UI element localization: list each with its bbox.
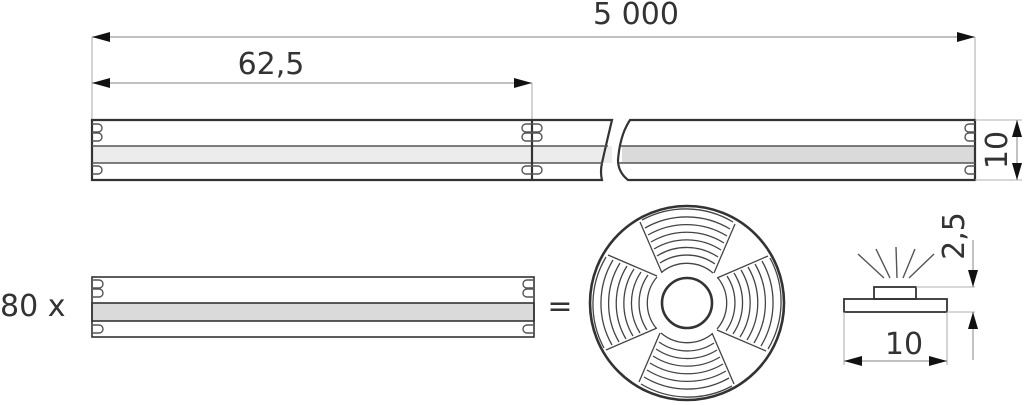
strip-width-label: 10 xyxy=(980,131,1015,169)
arrow-left-icon xyxy=(92,78,110,88)
arrow-right-icon xyxy=(514,78,532,88)
led-strip-top xyxy=(90,118,977,182)
arrow-up-icon xyxy=(968,312,978,329)
total-length-label: 5 000 xyxy=(593,0,679,32)
led-strip-segment xyxy=(91,276,535,338)
led-height-label: 2,5 xyxy=(937,212,972,260)
segment-length-dimension: 62,5 xyxy=(92,47,533,180)
arrow-down-icon xyxy=(1012,163,1022,180)
led-height-dimension: 2,5 xyxy=(916,212,978,360)
arrow-up-icon xyxy=(1012,120,1022,137)
equals-sign: = xyxy=(547,289,572,324)
arrow-left-icon xyxy=(844,356,862,366)
light-rays-icon xyxy=(857,246,935,279)
arrow-right-icon xyxy=(929,356,947,366)
arrow-right-icon xyxy=(957,32,975,42)
multiplier-label: 80 x xyxy=(0,289,65,324)
segment-length-label: 62,5 xyxy=(238,47,305,82)
led-strip-reel xyxy=(588,204,786,402)
led-profile-view xyxy=(843,246,948,313)
arrow-down-icon xyxy=(968,270,978,287)
arrow-left-icon xyxy=(92,32,110,42)
profile-width-dimension: 10 xyxy=(843,312,948,366)
profile-width-label: 10 xyxy=(885,327,923,362)
total-length-dimension: 5 000 xyxy=(91,0,976,120)
strip-width-dimension: 10 xyxy=(975,119,1022,181)
